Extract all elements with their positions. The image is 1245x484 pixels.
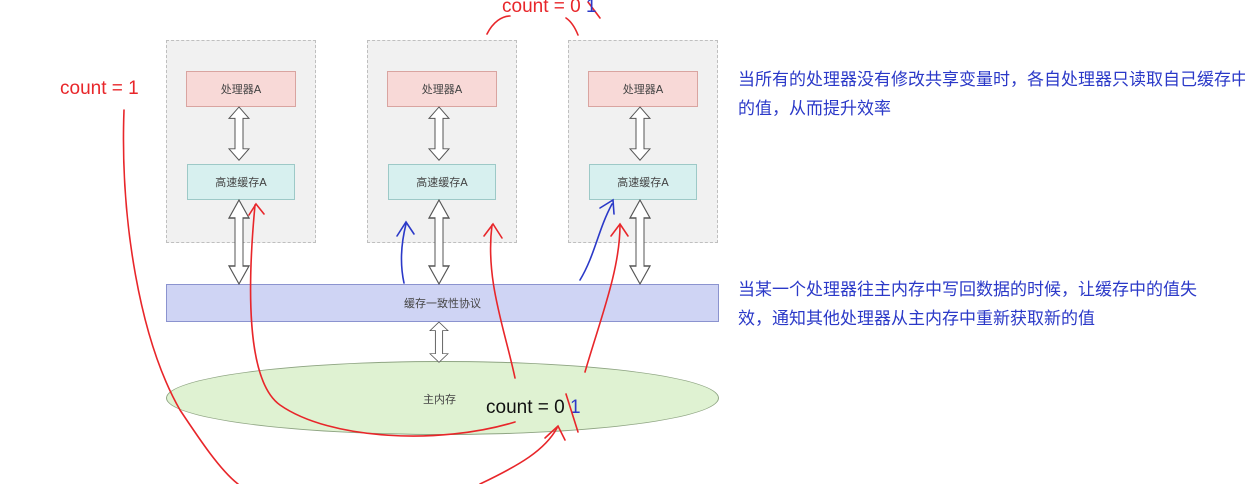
blue-stroke-invalidate-2 <box>400 223 407 284</box>
red-strike-top <box>587 1 601 19</box>
cache-3: 高速缓存A <box>589 164 697 200</box>
cache-1: 高速缓存A <box>187 164 295 200</box>
top-count-new: 1 <box>585 0 597 17</box>
red-arrowhead-memory <box>544 424 566 441</box>
memory-count: count = 0 1 <box>486 397 581 419</box>
processor-1: 处理器A <box>186 71 296 107</box>
blue-arrowhead-2 <box>396 220 415 237</box>
cache-coherence-protocol: 缓存一致性协议 <box>166 284 719 322</box>
memory-count-new: 1 <box>569 397 581 418</box>
bus-memory-arrow <box>429 321 449 363</box>
cache-bus-arrow-1 <box>228 199 250 285</box>
left-count-label: count = 1 <box>60 78 139 99</box>
red-stroke-bottom <box>479 427 558 484</box>
blue-stroke-invalidate-3 <box>579 203 613 281</box>
note-read-cache: 当所有的处理器没有修改共享变量时，各自处理器只读取自己缓存中的值，从而提升效率 <box>738 70 1245 119</box>
processor-3: 处理器A <box>588 71 698 107</box>
main-memory-label: 主内存 <box>423 393 456 406</box>
cache-2: 高速缓存A <box>388 164 496 200</box>
red-stroke-to-cache-2 <box>489 224 516 379</box>
red-stroke-left <box>122 109 239 484</box>
cache-bus-arrow-2 <box>428 199 450 285</box>
top-count-label: count = 0 1 <box>502 0 597 18</box>
note-write-back: 当某一个处理器往主内存中写回数据的时候，让缓存中的值失效，通知其他处理器从主内存… <box>738 280 1197 329</box>
cpu-cache-arrow-2 <box>428 106 450 161</box>
blue-arrowhead-3 <box>599 198 615 215</box>
memory-count-old: count = 0 <box>486 397 565 418</box>
red-strike-memory <box>565 393 579 433</box>
main-memory: 主内存 count = 0 1 <box>166 361 719 435</box>
red-arrowhead-cache-1 <box>248 202 265 216</box>
red-top-bracket-right <box>565 17 579 36</box>
red-arrowhead-cache-2 <box>483 222 503 239</box>
cpu-cache-arrow-3 <box>629 106 651 161</box>
top-count-old: count = 0 <box>502 0 581 17</box>
cache-bus-arrow-3 <box>629 199 651 285</box>
red-top-bracket-left <box>486 15 511 35</box>
red-stroke-to-cache-1 <box>249 204 516 437</box>
red-arrowhead-cache-3 <box>610 222 629 237</box>
cpu-cache-arrow-1 <box>228 106 250 161</box>
red-stroke-to-cache-3 <box>584 224 621 373</box>
processor-2: 处理器A <box>387 71 497 107</box>
